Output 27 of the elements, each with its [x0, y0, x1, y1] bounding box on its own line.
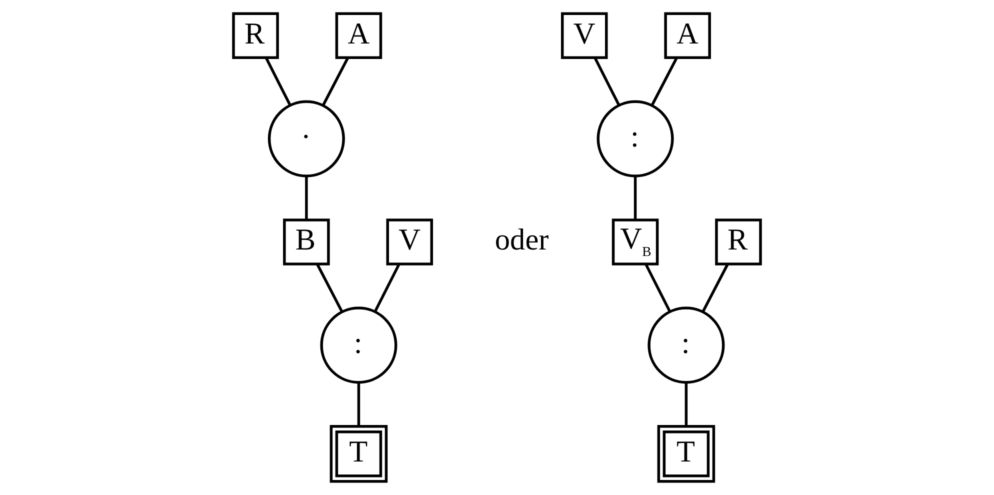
connector [322, 57, 350, 106]
connector [594, 57, 620, 106]
node-box: A [335, 12, 382, 59]
node-box: V [560, 12, 608, 59]
connector [305, 176, 308, 220]
node-circle: : [320, 306, 398, 384]
connector [634, 176, 637, 220]
connector [650, 57, 678, 106]
node-box: T [657, 425, 716, 483]
connector [264, 57, 292, 106]
connector [316, 264, 344, 313]
node-box: T [330, 425, 388, 483]
node-box: V [386, 218, 434, 266]
connector [684, 382, 688, 426]
node-circle: : [596, 100, 674, 178]
node-box: V$_{B}$ [612, 218, 659, 266]
connector [357, 382, 360, 426]
node-circle: · [268, 100, 345, 178]
node-box: R [715, 218, 762, 266]
node-circle: : [648, 306, 725, 384]
node-box: B [283, 218, 330, 266]
label: oder [494, 222, 549, 257]
node-box: A [664, 12, 711, 59]
connector [374, 264, 400, 312]
node-box: R [232, 12, 279, 59]
connector [644, 264, 672, 312]
connector [702, 264, 729, 313]
